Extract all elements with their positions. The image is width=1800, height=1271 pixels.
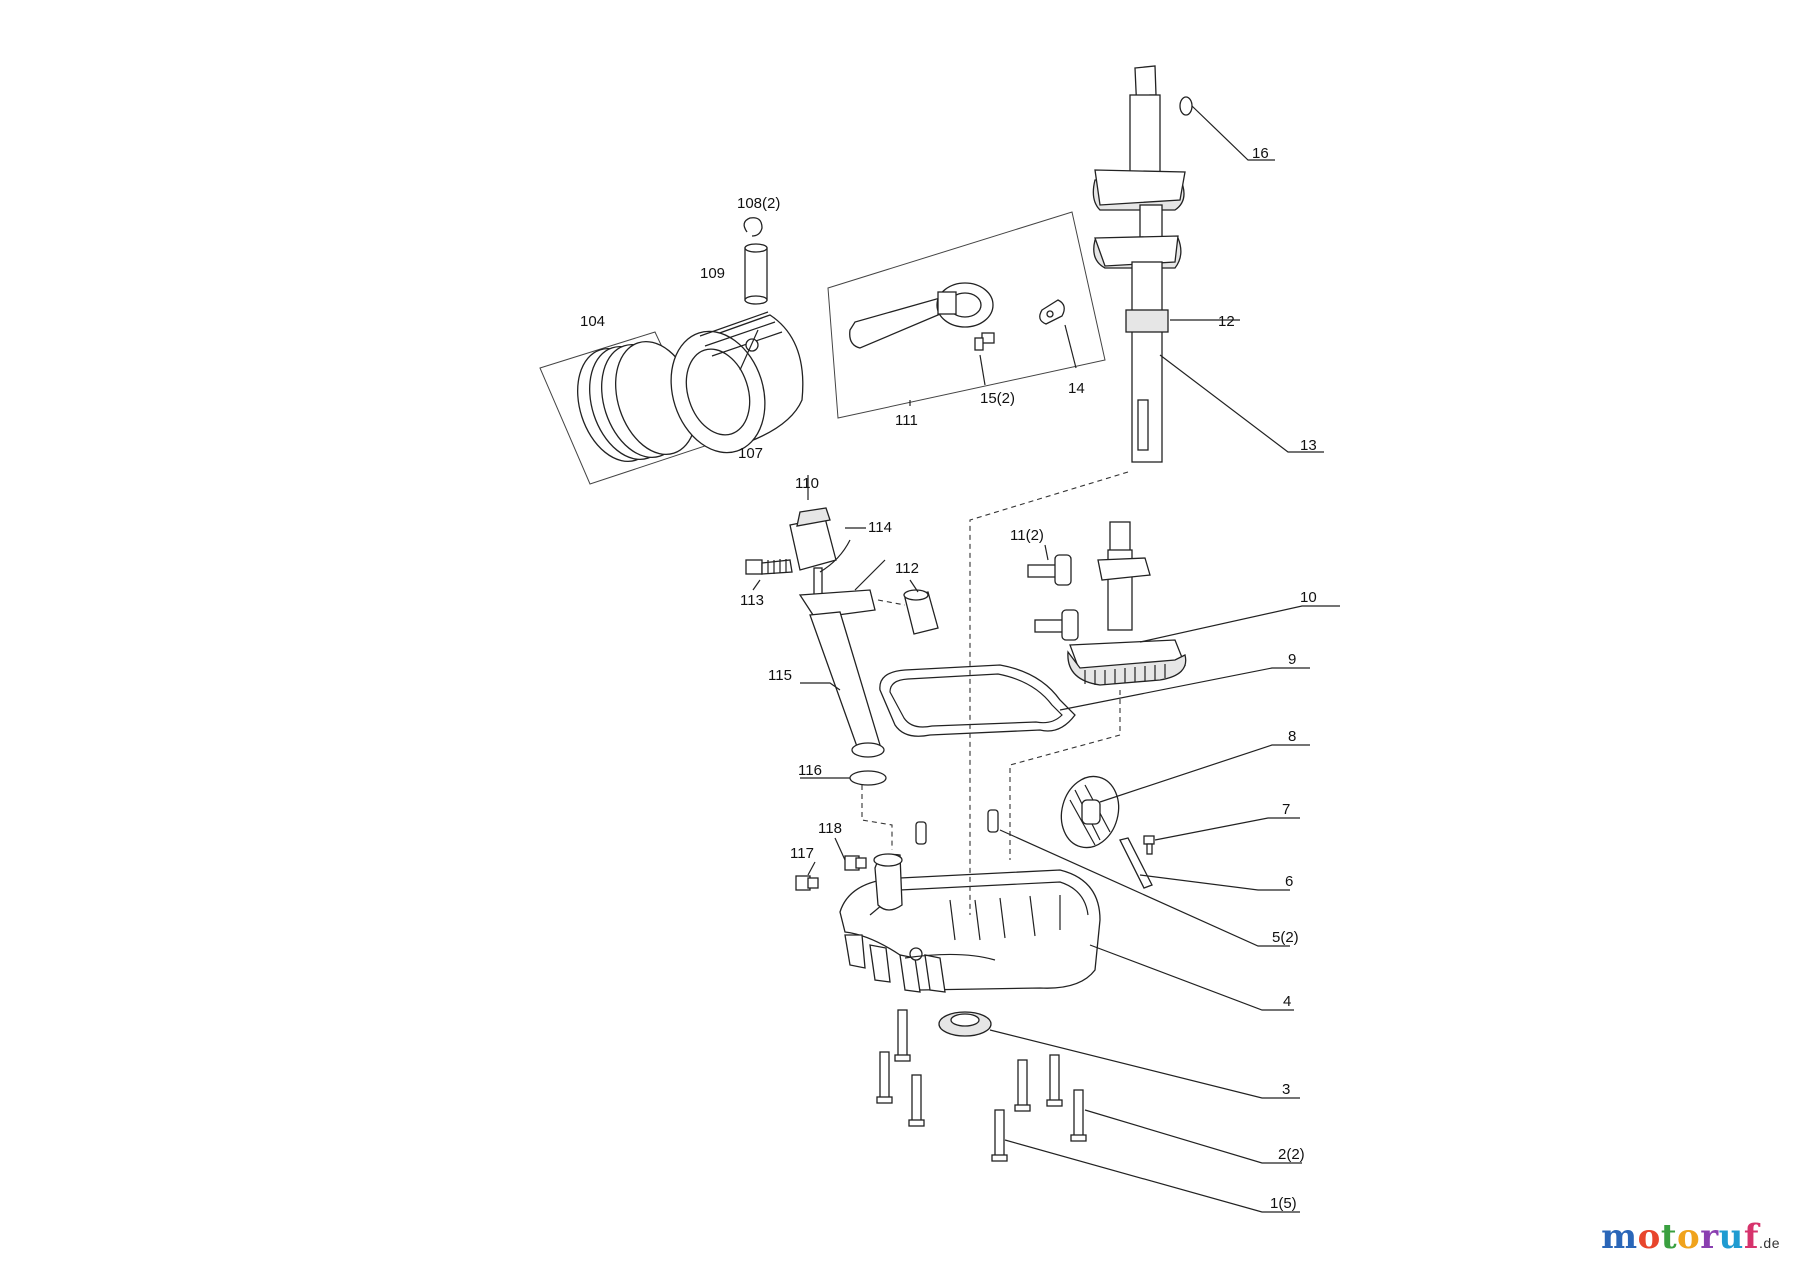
label-118: 118 xyxy=(818,820,842,837)
label-8: 8 xyxy=(1288,728,1296,745)
tube-sleeve xyxy=(903,589,939,635)
label-5: 5(2) xyxy=(1272,929,1299,946)
label-117: 117 xyxy=(790,845,814,862)
motoruf-logo: motoruf.de xyxy=(1601,1217,1780,1257)
logo-text: motoruf xyxy=(1601,1217,1760,1257)
label-112: 112 xyxy=(895,560,919,577)
oil-plug xyxy=(795,875,819,891)
oil-seal xyxy=(938,1011,992,1037)
governor-gear xyxy=(1060,775,1120,849)
part-labels: 16 12 13 108(2) 109 104 107 111 15(2) 14… xyxy=(580,145,1317,1212)
label-6: 6 xyxy=(1285,873,1293,890)
piston-pin-clip xyxy=(743,217,763,237)
piston xyxy=(670,311,804,454)
dowel-pin-2 xyxy=(915,821,927,845)
bracket-bolt xyxy=(745,559,793,575)
label-104: 104 xyxy=(580,313,605,330)
label-110: 110 xyxy=(795,475,819,492)
label-1: 1(5) xyxy=(1270,1195,1297,1212)
label-115: 115 xyxy=(768,667,792,684)
label-113: 113 xyxy=(740,592,764,609)
label-16: 16 xyxy=(1252,145,1269,162)
label-3: 3 xyxy=(1282,1081,1290,1098)
label-12: 12 xyxy=(1218,313,1235,330)
label-114: 114 xyxy=(868,519,892,536)
dipstick-o-ring xyxy=(819,539,851,573)
label-10: 10 xyxy=(1300,589,1317,606)
governor-screw xyxy=(1143,835,1155,855)
label-107: 107 xyxy=(738,445,763,462)
crankshaft xyxy=(1092,65,1186,463)
o-ring xyxy=(849,770,887,786)
label-15: 15(2) xyxy=(980,390,1015,407)
leader-lines xyxy=(739,105,1340,1213)
label-4: 4 xyxy=(1283,993,1291,1010)
label-116: 116 xyxy=(798,762,822,779)
connecting-rod xyxy=(849,282,994,349)
label-109: 109 xyxy=(700,265,725,282)
label-7: 7 xyxy=(1282,801,1290,818)
tappet-2 xyxy=(1034,609,1079,641)
label-13: 13 xyxy=(1300,437,1317,454)
logo-suffix: .de xyxy=(1759,1235,1780,1251)
woodruff-key xyxy=(1179,96,1193,116)
label-111: 111 xyxy=(895,412,918,429)
crankcase-cover xyxy=(839,853,1101,993)
locking-plate xyxy=(1039,299,1065,325)
cover-bolts xyxy=(876,1009,1087,1162)
label-14: 14 xyxy=(1068,380,1085,397)
drain-plug xyxy=(844,855,867,871)
tappet xyxy=(1027,554,1072,586)
label-11: 11(2) xyxy=(1010,527,1044,544)
camshaft xyxy=(1067,521,1187,686)
connecting-rod-bolt xyxy=(974,332,995,351)
label-9: 9 xyxy=(1288,651,1296,668)
dowel-pin xyxy=(987,809,999,833)
piston-pin xyxy=(744,243,768,305)
label-108: 108(2) xyxy=(737,195,780,212)
oil-fill-tube xyxy=(798,589,885,758)
dipstick-cap xyxy=(789,507,837,599)
label-2: 2(2) xyxy=(1278,1146,1305,1163)
